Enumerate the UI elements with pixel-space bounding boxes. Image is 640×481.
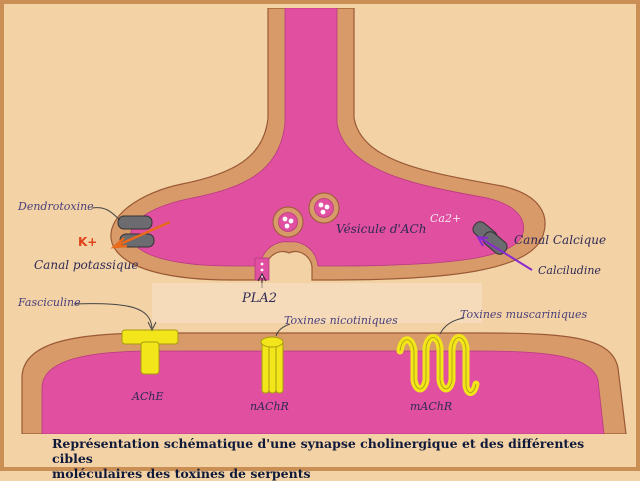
ache-receptor [121, 329, 179, 375]
ach-vesicle [272, 206, 304, 238]
machr-receptor [396, 334, 480, 396]
potassium-channel [117, 215, 155, 248]
postsynaptic-cell [21, 329, 627, 434]
label-ache: AChE [131, 390, 163, 403]
dendrotoxine-pointer [91, 207, 121, 221]
label-toxines-nicotiniques: Toxines nicotiniques [284, 314, 398, 327]
label-pla2: PLA2 [241, 291, 277, 306]
label-vesicule: Vésicule d'ACh [336, 222, 426, 236]
machr-outline [399, 337, 477, 393]
label-canal-calcique: Canal Calcique [514, 233, 606, 247]
label-canal-potassique: Canal potassique [34, 258, 138, 272]
label-calciludine: Calciludine [538, 264, 601, 277]
label-fasciculine: Fasciculine [17, 296, 81, 309]
caption-line-1: Représentation schématique d'une synapse… [52, 436, 585, 466]
label-toxines-muscariniques: Toxines muscariniques [460, 308, 587, 321]
muscarinic-pointer [439, 317, 465, 335]
label-ca-ion: Ca2+ [430, 212, 461, 225]
pla2-site [254, 257, 270, 281]
presynaptic-cytoplasm [130, 8, 524, 267]
label-k-ion: K+ [78, 235, 97, 249]
label-machr: mAChR [410, 400, 452, 413]
label-nachr: nAChR [250, 400, 289, 413]
k-efflux-arrow [115, 220, 171, 248]
presynaptic-terminal [110, 8, 546, 288]
label-dendrotoxine: Dendrotoxine [17, 200, 94, 213]
fasciculine-pointer [73, 303, 153, 329]
postsynaptic-cytoplasm [41, 350, 605, 434]
ach-vesicle [308, 192, 340, 224]
calciludine-arrow [479, 237, 533, 271]
synaptic-cleft [152, 283, 482, 323]
nachr-receptor [260, 336, 284, 394]
caption-line-2: moléculaires des toxines de serpents [52, 466, 311, 481]
synapse-diagram: Dendrotoxine K+ Canal potassique Vésicul… [17, 8, 627, 434]
nicotinic-pointer [275, 323, 291, 337]
figure-caption: Représentation schématique d'une synapse… [52, 436, 612, 481]
